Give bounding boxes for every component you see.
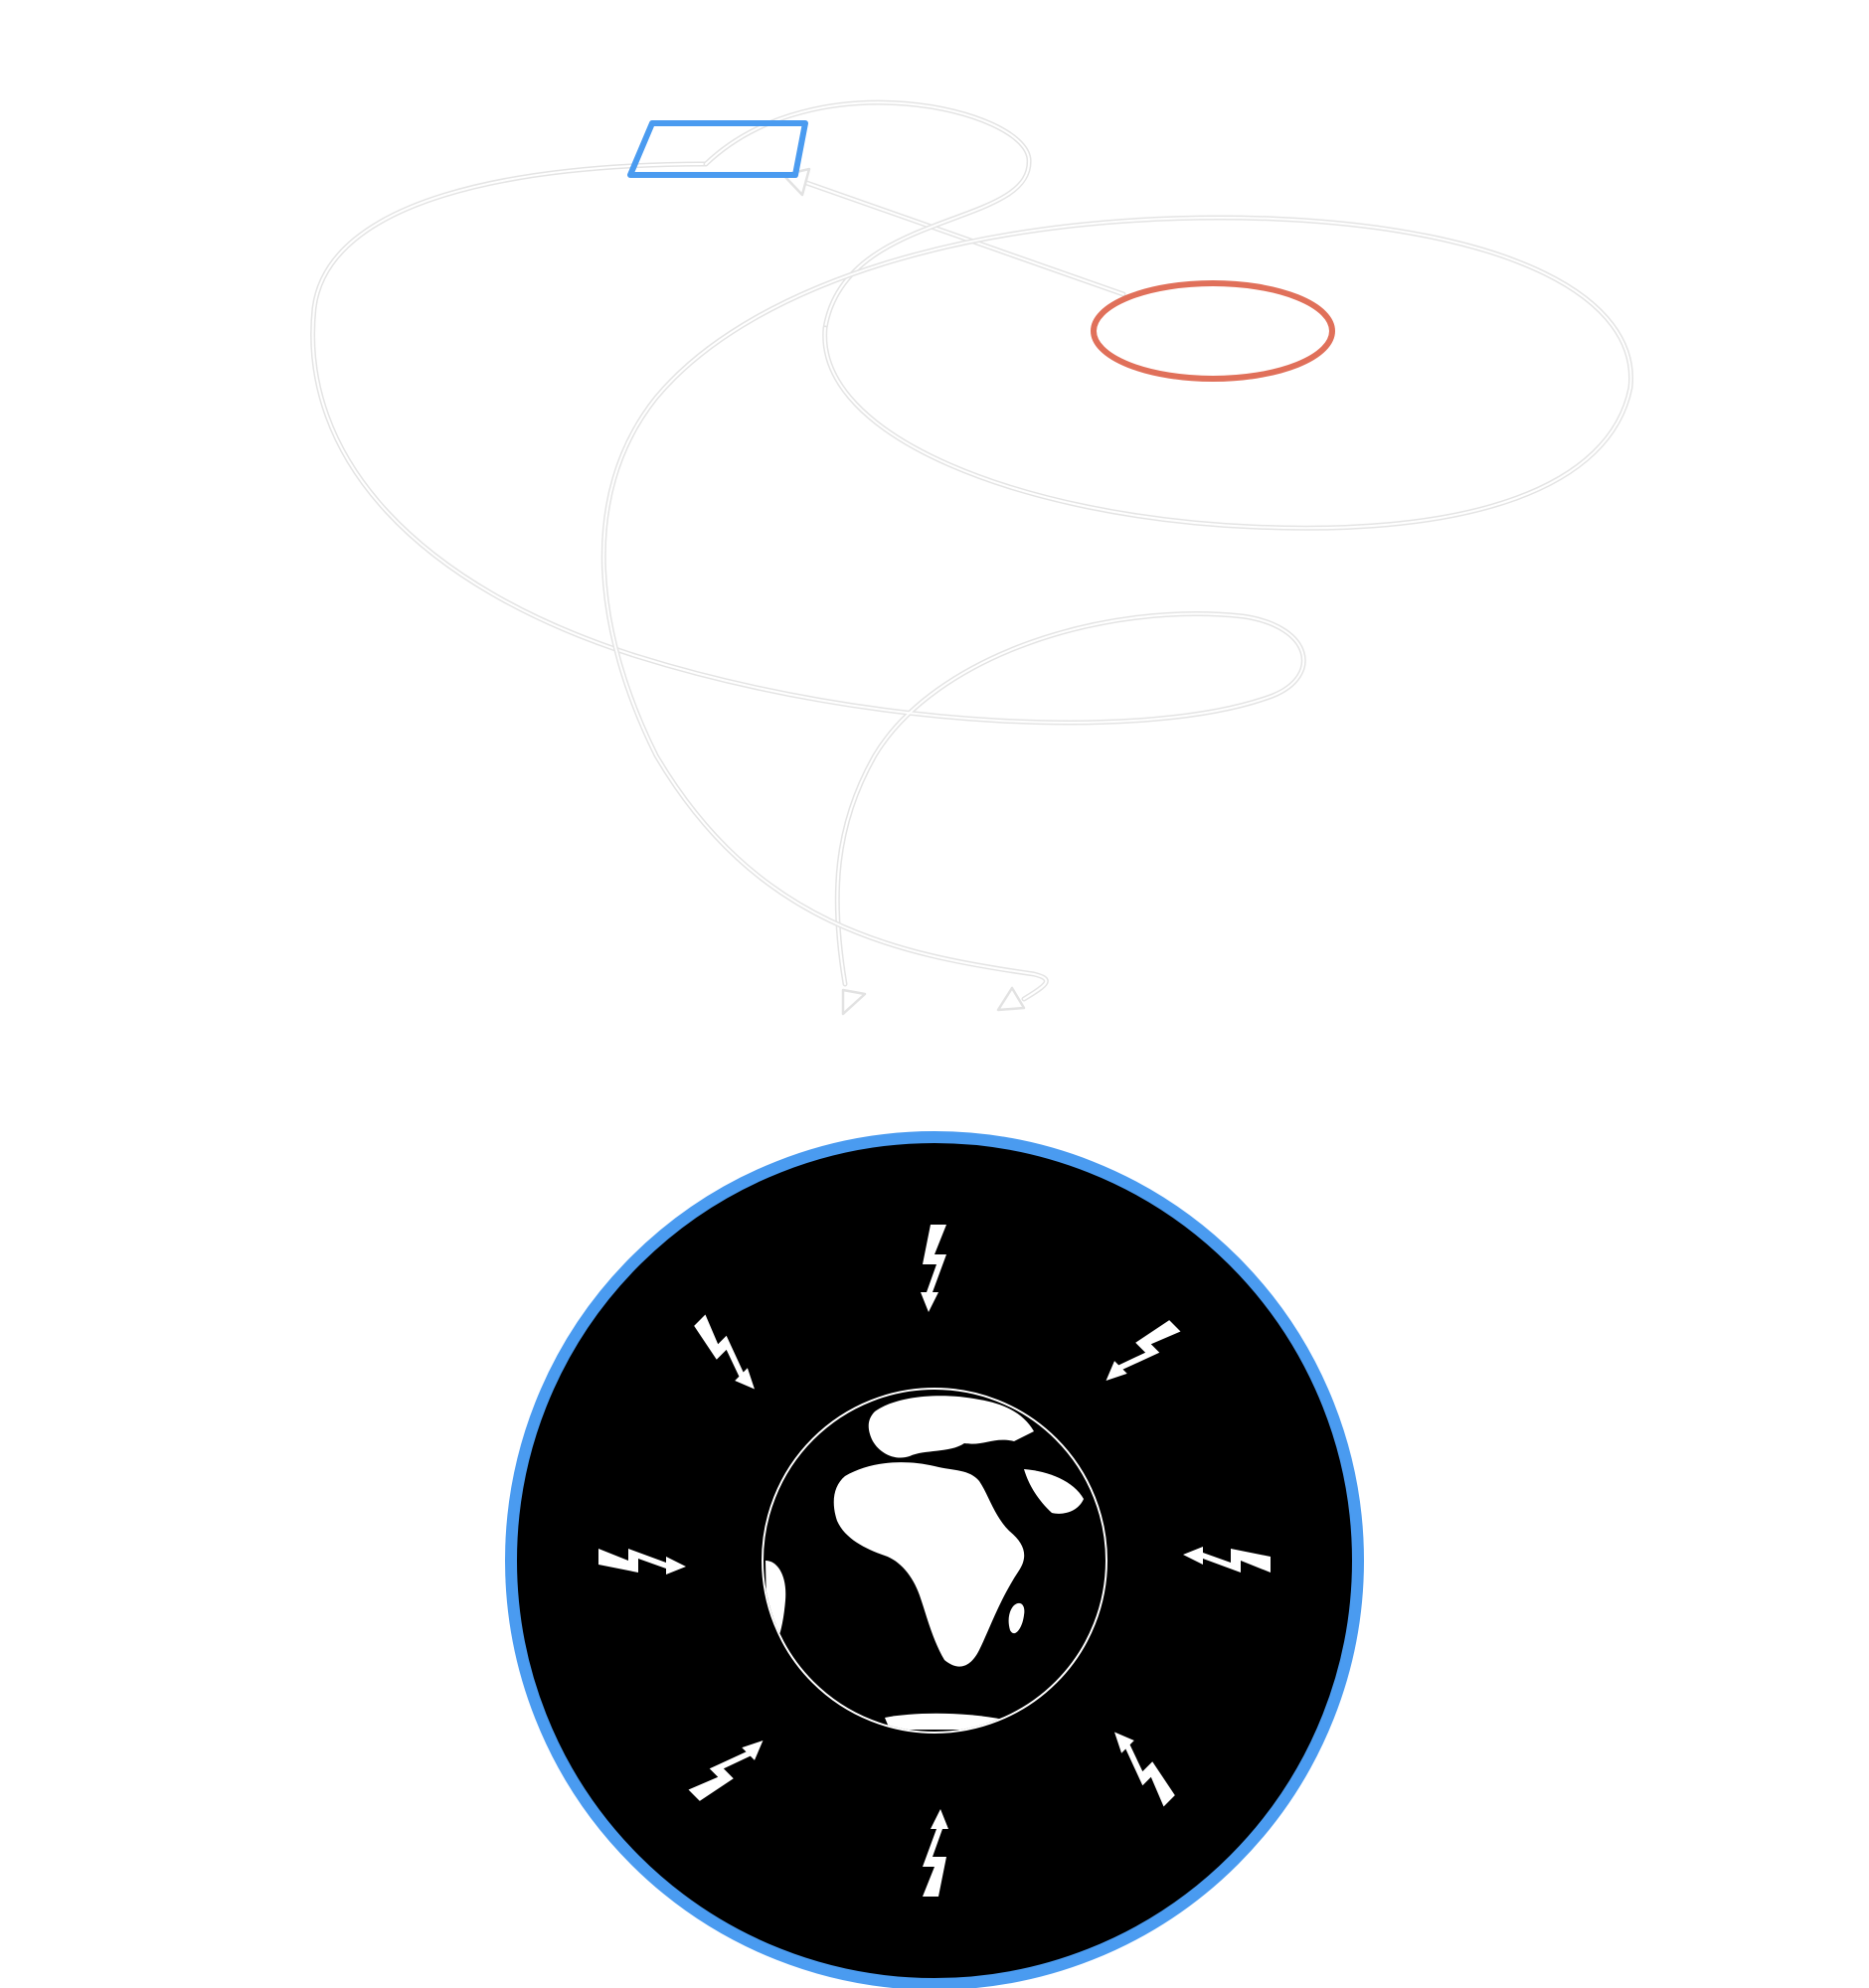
lightning-bolt-icon bbox=[921, 1225, 946, 1312]
lightning-bolt-icon bbox=[1114, 1732, 1175, 1807]
arrowhead-left-bottom bbox=[841, 988, 867, 1016]
lightning-bolt-icon bbox=[923, 1809, 948, 1897]
lightning-bolt-icon bbox=[1105, 1320, 1181, 1381]
lightning-bolt-icon bbox=[694, 1314, 755, 1390]
earth-lightning-icon[interactable] bbox=[505, 1131, 1364, 1988]
globe-icon bbox=[764, 1390, 1105, 1732]
lightning-bolt-icon bbox=[1183, 1547, 1271, 1573]
connector-ellipse-to-parallelogram[interactable] bbox=[781, 167, 1126, 297]
lightning-bolt-icon bbox=[688, 1740, 764, 1801]
lightning-bolt-icon bbox=[598, 1549, 686, 1574]
blue-parallelogram[interactable] bbox=[627, 120, 808, 178]
lightning-bolts bbox=[598, 1225, 1271, 1897]
connector-loop-left[interactable] bbox=[310, 99, 1306, 1016]
connector-loop-right[interactable] bbox=[600, 215, 1633, 1012]
arrowhead-right-bottom bbox=[996, 986, 1026, 1012]
red-ellipse[interactable] bbox=[1091, 280, 1335, 382]
